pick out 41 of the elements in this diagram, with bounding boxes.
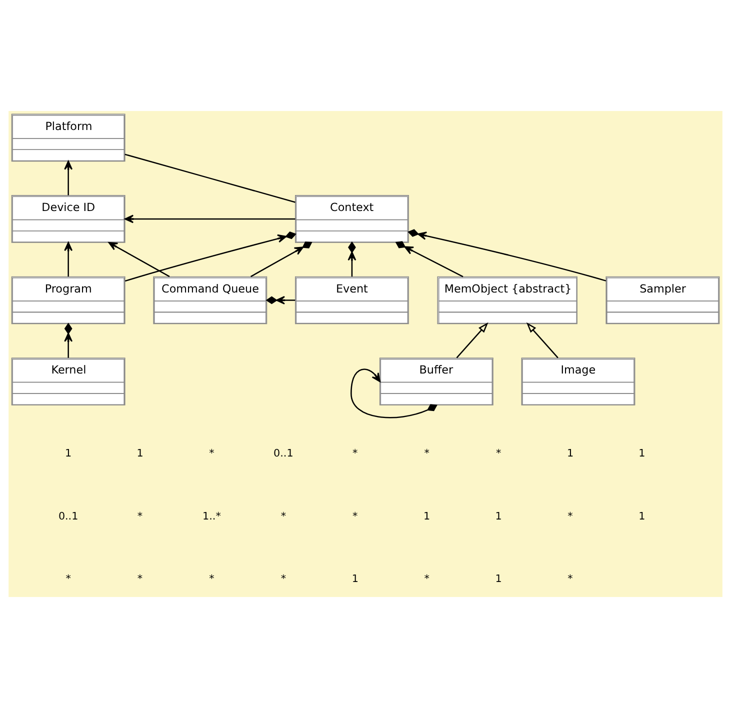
arrow [124,231,296,282]
label: 1 [495,572,502,585]
label: 1 [136,446,144,459]
label: 1 [638,446,646,459]
label: 1 [638,510,646,522]
label: 1 [566,446,574,459]
label: * [352,446,358,459]
label: * [66,572,71,585]
arrow [64,241,73,276]
label: * [568,572,573,585]
label: 0..1 [58,510,78,522]
arrow [108,241,170,277]
label: * [280,510,286,522]
arrow [64,322,73,358]
label: * [424,572,430,585]
label: * [209,446,214,459]
arrow [250,240,312,277]
label: * [568,510,573,522]
arrow [350,368,438,418]
arrow [124,214,296,223]
label: 0..1 [274,446,294,459]
connector [124,153,296,202]
arrow [64,160,73,195]
arrow [395,240,464,277]
label: * [280,572,286,585]
label: * [137,510,143,522]
label: * [496,446,502,459]
label: 1 [352,572,358,585]
arrow [526,322,558,358]
label: * [209,572,214,585]
label: 1 [65,446,72,459]
arrow [348,240,356,276]
arrow [408,228,606,281]
label: * [137,572,143,585]
label: 1..* [202,510,221,522]
label: * [424,446,430,459]
arrow [456,322,488,358]
label: 1 [495,510,502,522]
label: * [352,510,358,522]
arrow [266,296,296,304]
label: 1 [424,510,430,522]
